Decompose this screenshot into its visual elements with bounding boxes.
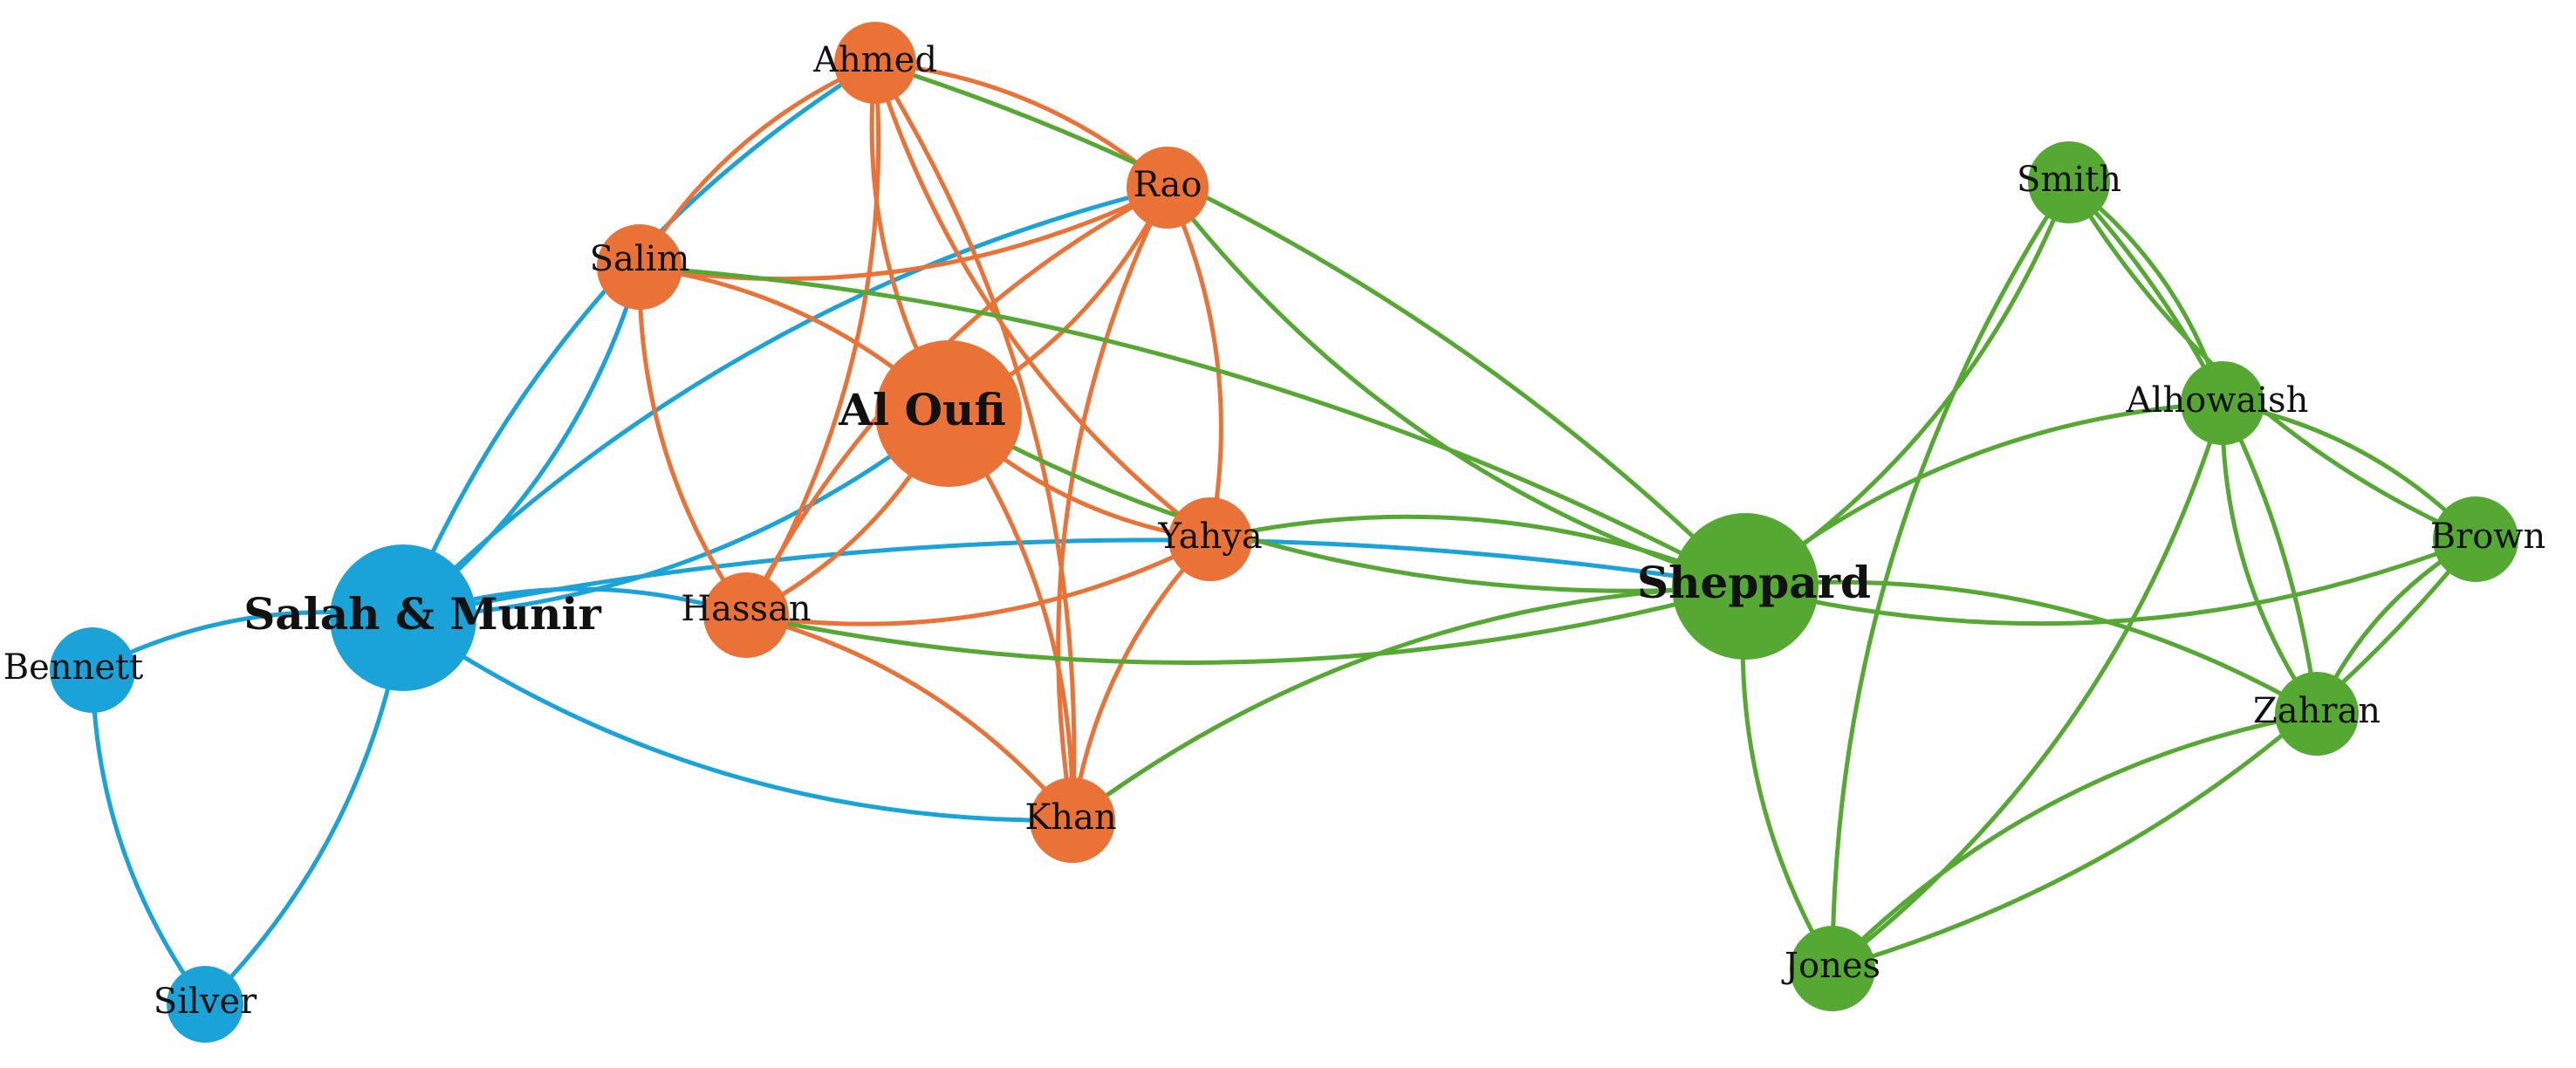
edge-salim-rao bbox=[637, 185, 1170, 282]
node-brown[interactable] bbox=[2433, 496, 2518, 582]
node-label-alhowaish: Alhowaish bbox=[2126, 380, 2309, 421]
edge-smith-zahran bbox=[2066, 180, 2319, 716]
edge-khan-sheppard bbox=[1070, 584, 1748, 823]
node-smith[interactable] bbox=[2028, 141, 2110, 223]
node-label-jones: Jones bbox=[1781, 946, 1881, 986]
node-khan[interactable] bbox=[1030, 777, 1115, 863]
node-yahya[interactable] bbox=[1168, 497, 1252, 581]
node-sheppard[interactable] bbox=[1672, 513, 1819, 660]
edge-ahmed-rao bbox=[873, 60, 1170, 190]
node-alhowaish[interactable] bbox=[2181, 361, 2264, 445]
edge-bennett-silver bbox=[90, 668, 208, 1007]
edge-salim-hassan bbox=[637, 264, 749, 618]
edge-alhowaish-jones bbox=[1830, 400, 2225, 971]
edge-salah_munir-sheppard bbox=[401, 537, 1748, 620]
edge-rao-yahya bbox=[1165, 185, 1223, 542]
node-label-salim: Salim bbox=[590, 239, 690, 279]
edge-salah_munir-ahmed bbox=[401, 60, 878, 620]
edge-hassan-sheppard bbox=[743, 584, 1748, 665]
edge-al_oufi-sheppard bbox=[946, 411, 1748, 593]
node-label-rao: Rao bbox=[1134, 165, 1202, 205]
edge-salah_munir-rao bbox=[401, 185, 1170, 620]
node-label-al-oufi: Al Oufi bbox=[838, 384, 1005, 435]
node-label-silver: Silver bbox=[154, 982, 257, 1022]
edge-salah_munir-al_oufi bbox=[401, 411, 951, 620]
node-silver[interactable] bbox=[167, 966, 243, 1043]
edge-hassan-khan bbox=[743, 613, 1075, 823]
node-label-zahran: Zahran bbox=[2253, 691, 2381, 731]
edge-brown-jones bbox=[1830, 537, 2478, 971]
edge-zahran-jones bbox=[1830, 711, 2319, 971]
edge-sheppard-brown bbox=[1743, 537, 2478, 626]
node-label-yahya: Yahya bbox=[1157, 517, 1262, 557]
node-salah-munir[interactable] bbox=[330, 544, 476, 691]
node-rao[interactable] bbox=[1127, 147, 1209, 229]
edge-ahmed-khan bbox=[873, 60, 1077, 823]
edge-ahmed-salim bbox=[637, 60, 878, 270]
edge-salim-sheppard bbox=[637, 264, 1748, 589]
node-label-brown: Brown bbox=[2430, 517, 2546, 557]
node-al-oufi[interactable] bbox=[875, 340, 1022, 487]
node-label-salah-munir: Salah & Munir bbox=[243, 588, 601, 640]
node-label-ahmed: Ahmed bbox=[812, 40, 937, 80]
edge-sheppard-alhowaish bbox=[1743, 400, 2225, 589]
node-salim[interactable] bbox=[597, 224, 682, 310]
node-label-sheppard: Sheppard bbox=[1637, 557, 1871, 608]
node-bennett[interactable] bbox=[50, 627, 135, 713]
edge-hassan-yahya bbox=[743, 537, 1213, 626]
edge-smith-jones bbox=[1830, 180, 2072, 971]
node-hassan[interactable] bbox=[703, 572, 789, 658]
node-label-smith: Smith bbox=[2017, 160, 2121, 200]
node-label-khan: Khan bbox=[1024, 798, 1116, 838]
edge-yahya-khan bbox=[1070, 537, 1213, 823]
node-label-hassan: Hassan bbox=[681, 589, 811, 629]
node-label-bennett: Bennett bbox=[3, 647, 143, 688]
edges-layer bbox=[90, 60, 2478, 1007]
edge-salah_munir-khan bbox=[401, 615, 1075, 823]
edge-yahya-sheppard bbox=[1208, 514, 1748, 589]
edge-ahmed-sheppard bbox=[873, 60, 1748, 589]
node-jones[interactable] bbox=[1790, 926, 1875, 1011]
edge-sheppard-smith bbox=[1743, 180, 2072, 589]
edge-alhowaish-zahran bbox=[2220, 400, 2319, 716]
node-zahran[interactable] bbox=[2275, 672, 2359, 756]
edge-sheppard-zahran bbox=[1743, 579, 2319, 716]
nodes-layer bbox=[50, 22, 2518, 1043]
node-ahmed[interactable] bbox=[834, 22, 916, 104]
